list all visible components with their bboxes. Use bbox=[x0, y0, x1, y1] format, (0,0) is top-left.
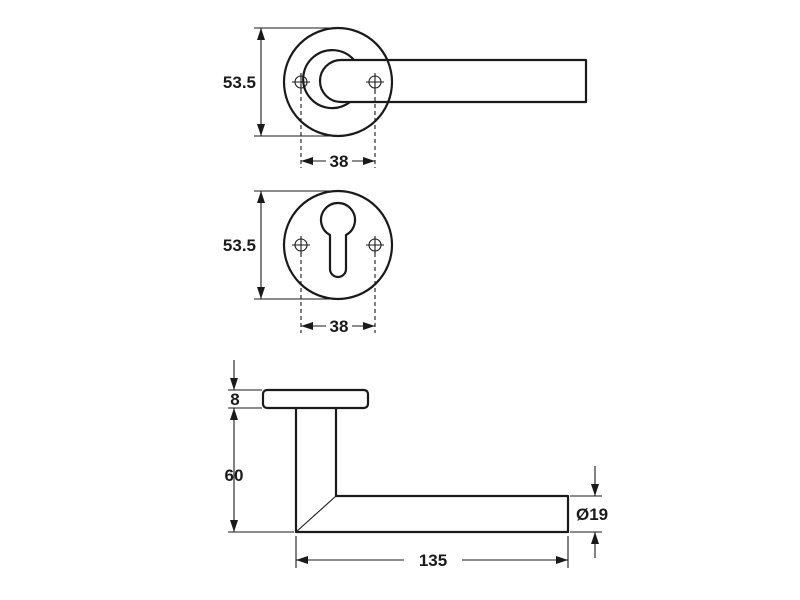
screw-hole-right bbox=[366, 236, 384, 254]
handle-length-label: 135 bbox=[419, 551, 447, 570]
dimension-handle-length bbox=[295, 536, 569, 568]
screw-spacing-label: 38 bbox=[330, 152, 349, 171]
screw-hole-left bbox=[292, 236, 310, 254]
handle-diameter-label: Ø19 bbox=[576, 505, 608, 524]
lever-side-profile bbox=[294, 408, 570, 534]
escutcheon-height-label: 53.5 bbox=[223, 236, 256, 255]
shank-inner-arc bbox=[302, 49, 355, 110]
cylinder-keyhole bbox=[319, 201, 357, 279]
lever-outline bbox=[318, 58, 588, 104]
rose-outline bbox=[282, 26, 394, 138]
dimension-handle-diameter bbox=[570, 466, 602, 558]
dimension-screw-spacing bbox=[300, 253, 376, 333]
escutcheon-screw-spacing-label: 38 bbox=[330, 317, 349, 336]
mitre-joint bbox=[295, 495, 337, 533]
dimension-rose-thickness bbox=[228, 360, 294, 533]
escutcheon-view: 53.5 38 bbox=[223, 189, 394, 336]
rose-thickness-label: 8 bbox=[230, 390, 239, 409]
screw-hole-left bbox=[292, 73, 310, 91]
rose-height-label: 53.5 bbox=[223, 73, 256, 92]
escutcheon-outline bbox=[282, 189, 394, 301]
screw-hole-right bbox=[366, 73, 384, 91]
side-profile-view: 8 60 Ø19 135 bbox=[225, 360, 608, 570]
rose-plate-side bbox=[261, 388, 370, 410]
rose-with-lever-view: 53.5 38 bbox=[223, 26, 588, 171]
dimension-screw-spacing bbox=[300, 90, 376, 168]
handle-height-label: 60 bbox=[225, 466, 244, 485]
dimension-rose-height bbox=[254, 27, 336, 137]
dimension-escutcheon-height bbox=[254, 190, 336, 300]
